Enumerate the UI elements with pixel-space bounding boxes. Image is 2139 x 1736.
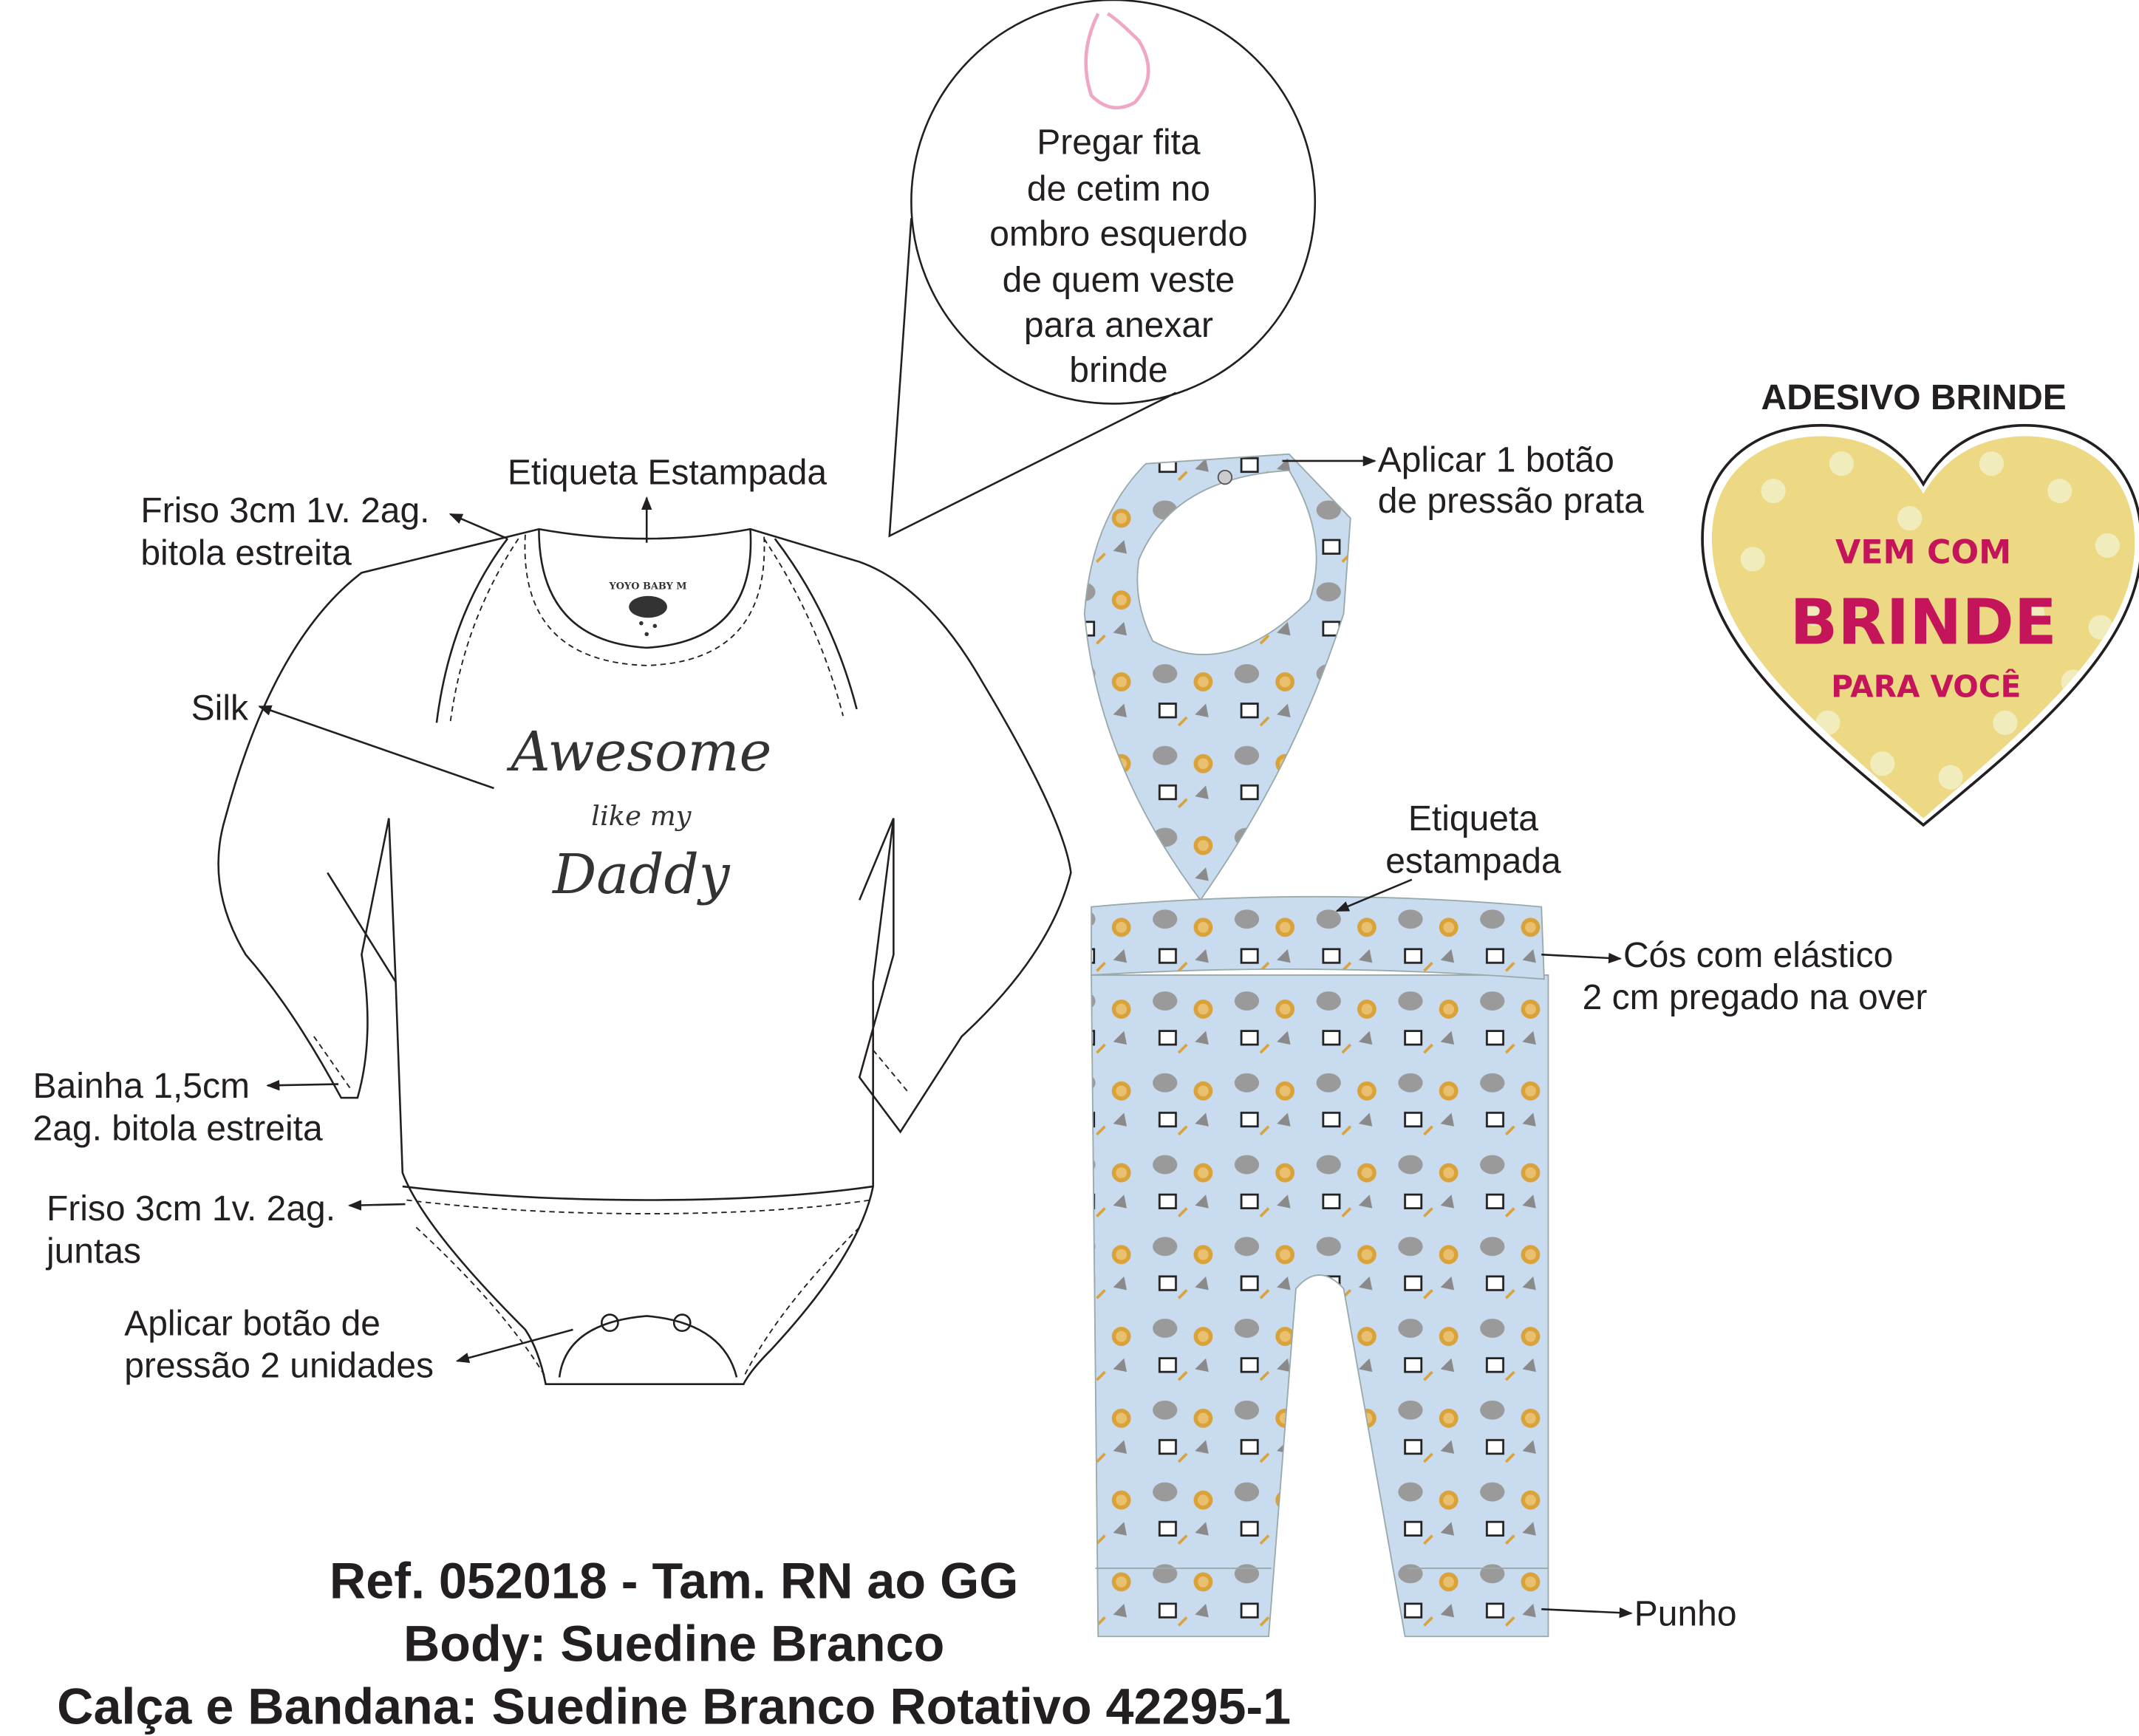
cos-label: Cós com elástico bbox=[1623, 936, 1893, 975]
bandana-botao-label: de pressão prata bbox=[1378, 482, 1644, 521]
body-fabric-line: Body: Suedine Branco bbox=[403, 1616, 944, 1672]
silk-text-like-my: like my bbox=[591, 800, 692, 832]
bainha-label: Bainha 1,5cm bbox=[33, 1067, 250, 1106]
brand-tag-text: YOYO BABY M bbox=[609, 581, 687, 592]
friso-top-label: Friso 3cm 1v. 2ag. bbox=[140, 491, 429, 530]
botao-label: Aplicar botão de bbox=[124, 1304, 381, 1343]
friso-top-label: bitola estreita bbox=[140, 533, 352, 573]
snap-button-icon bbox=[601, 1313, 619, 1333]
snap-button-icon bbox=[1217, 469, 1233, 485]
cos-label: 2 cm pregado na over bbox=[1583, 978, 1928, 1017]
gift-sticker: ADESIVO BRINDE VEM COM BRINDE PARA VOCÊ bbox=[1701, 378, 2139, 827]
bubble-line: ombro esquerdo bbox=[989, 214, 1247, 253]
bainha-label: 2ag. bitola estreita bbox=[33, 1109, 323, 1148]
silk-text-awesome: Awesome bbox=[506, 720, 771, 784]
cloud-icon bbox=[629, 595, 667, 637]
friso-bottom-label: Friso 3cm 1v. 2ag. bbox=[47, 1189, 335, 1228]
silk-label: Silk bbox=[191, 689, 249, 728]
silk-text-daddy: Daddy bbox=[551, 843, 731, 906]
bubble-line: para anexar bbox=[1024, 306, 1213, 345]
bubble-line: de quem veste bbox=[1003, 261, 1235, 300]
sticker-line1: VEM COM bbox=[1835, 533, 2011, 571]
bubble-line: de cetim no bbox=[1027, 169, 1210, 208]
sticker-line2: BRINDE bbox=[1790, 586, 2056, 659]
callout-bubble: Pregar fita de cetim no ombro esquerdo d… bbox=[888, 0, 1316, 538]
bubble-line: brinde bbox=[1069, 351, 1167, 390]
etiqueta-label: Etiqueta Estampada bbox=[508, 453, 827, 492]
pants-fabric-line: Calça e Bandana: Suedine Branco Rotativo… bbox=[57, 1678, 1291, 1735]
pants-etiqueta-label: estampada bbox=[1385, 841, 1561, 881]
friso-bottom-label: juntas bbox=[45, 1231, 141, 1271]
bubble-line: Pregar fita bbox=[1037, 123, 1201, 163]
satin-ribbon-icon bbox=[1084, 12, 1150, 110]
pants-etiqueta-label: Etiqueta bbox=[1408, 799, 1538, 838]
bodysuit-annotations: Friso 3cm 1v. 2ag. bitola estreita Etiqu… bbox=[33, 453, 828, 1385]
bandana-drawing: Aplicar 1 botão de pressão prata bbox=[1083, 441, 1644, 901]
bodysuit-drawing: YOYO BABY M Awesome like my Daddy bbox=[217, 527, 1072, 1386]
sticker-line3: PARA VOCÊ bbox=[1831, 669, 2021, 704]
botao-label: pressão 2 unidades bbox=[124, 1346, 434, 1385]
punho-label: Punho bbox=[1634, 1594, 1737, 1633]
pants-drawing: Etiqueta estampada Cós com elástico 2 cm… bbox=[1091, 799, 1928, 1638]
snap-button-icon bbox=[672, 1313, 692, 1333]
footer-spec: Ref. 052018 - Tam. RN ao GG Body: Suedin… bbox=[57, 1554, 1291, 1735]
sticker-heading: ADESIVO BRINDE bbox=[1761, 378, 2067, 417]
ref-line: Ref. 052018 - Tam. RN ao GG bbox=[330, 1554, 1018, 1610]
bandana-botao-label: Aplicar 1 botão bbox=[1378, 441, 1614, 480]
